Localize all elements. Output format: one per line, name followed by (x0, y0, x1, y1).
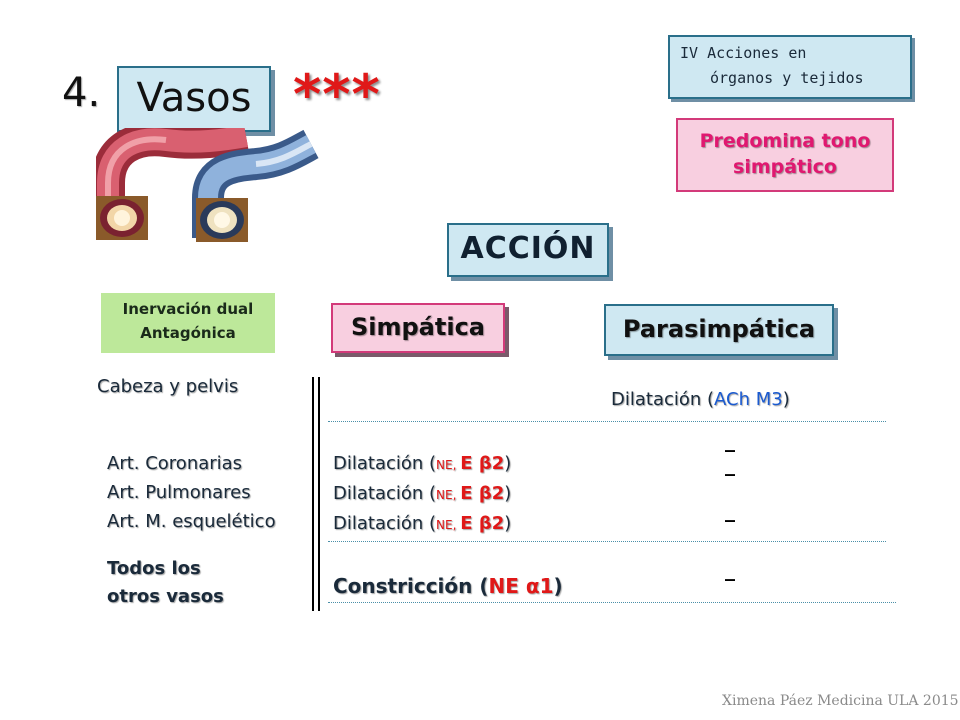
title-box: Vasos (117, 66, 271, 132)
section-number: 4. (62, 70, 101, 116)
effect-text: Dilatación ( (333, 513, 437, 534)
parasympathetic-dilation: Dilatación (ACh M3) (611, 389, 790, 410)
innervation-line-1: Inervación dual (122, 300, 254, 318)
sympathetic-constriction: Constricción (NE α1) (333, 574, 563, 598)
vertical-divider (312, 377, 314, 611)
region-skeletal-muscle: Art. M. esquelético (107, 511, 276, 532)
topic-line-1: IV Acciones en (680, 44, 807, 62)
separator: , (452, 458, 461, 472)
topic-box: IV Acciones en órganos y tejidos (668, 35, 912, 99)
effect-text: Dilatación ( (611, 389, 715, 410)
agent-ach-m3: ACh M3 (714, 389, 783, 410)
receptor-beta2: E β2 (460, 513, 505, 534)
effect-text: Dilatación ( (333, 483, 437, 504)
region-pulmonary: Art. Pulmonares (107, 482, 251, 503)
vertical-divider (318, 377, 320, 611)
importance-stars: *** (293, 63, 381, 126)
region-others-line-1: Todos los (107, 558, 201, 579)
effect-suffix: ) (782, 389, 790, 410)
sympathetic-dilation-skeletal: Dilatación (NE, E β2) (333, 513, 511, 534)
agent-ne-alpha1: NE α1 (488, 574, 554, 598)
blood-vessel-illustration (96, 128, 319, 242)
row-separator (328, 602, 896, 603)
sympathetic-dilation-coronary: Dilatación (NE, E β2) (333, 453, 511, 474)
topic-line-2: órganos y tejidos (710, 69, 864, 87)
row-separator (328, 421, 886, 422)
region-head-pelvis: Cabeza y pelvis (97, 376, 239, 397)
effect-suffix: ) (504, 483, 512, 504)
action-header: ACCIÓN (447, 223, 609, 277)
region-coronary: Art. Coronarias (107, 453, 243, 474)
agent-ne: NE (436, 518, 453, 532)
effect-suffix: ) (504, 453, 512, 474)
innervation-box: Inervación dual Antagónica (101, 293, 275, 353)
no-effect-dash: _ (725, 452, 735, 476)
effect-text: Dilatación ( (333, 453, 437, 474)
separator: , (452, 488, 461, 502)
parasympathetic-header: Parasimpática (604, 304, 834, 356)
row-separator (328, 541, 886, 542)
agent-ne: NE (436, 488, 453, 502)
predominance-box: Predomina tono simpático (676, 118, 894, 192)
effect-text: Constricción ( (333, 574, 489, 598)
predominance-line-2: simpático (733, 156, 837, 178)
effect-suffix: ) (553, 574, 563, 598)
agent-ne: NE (436, 458, 453, 472)
receptor-beta2: E β2 (460, 453, 505, 474)
separator: , (452, 518, 461, 532)
no-effect-dash: _ (725, 557, 735, 581)
no-effect-dash: _ (725, 498, 735, 522)
region-others-line-2: otros vasos (107, 586, 224, 607)
receptor-beta2: E β2 (460, 483, 505, 504)
predominance-line-1: Predomina tono (699, 130, 871, 152)
sympathetic-dilation-pulmonary: Dilatación (NE, E β2) (333, 483, 511, 504)
effect-suffix: ) (504, 513, 512, 534)
sympathetic-header: Simpática (331, 303, 505, 353)
page-title: Vasos (136, 75, 252, 121)
author-credit: Ximena Páez Medicina ULA 2015 (722, 693, 959, 709)
no-effect-dash: _ (725, 428, 735, 452)
innervation-line-2: Antagónica (140, 324, 236, 342)
